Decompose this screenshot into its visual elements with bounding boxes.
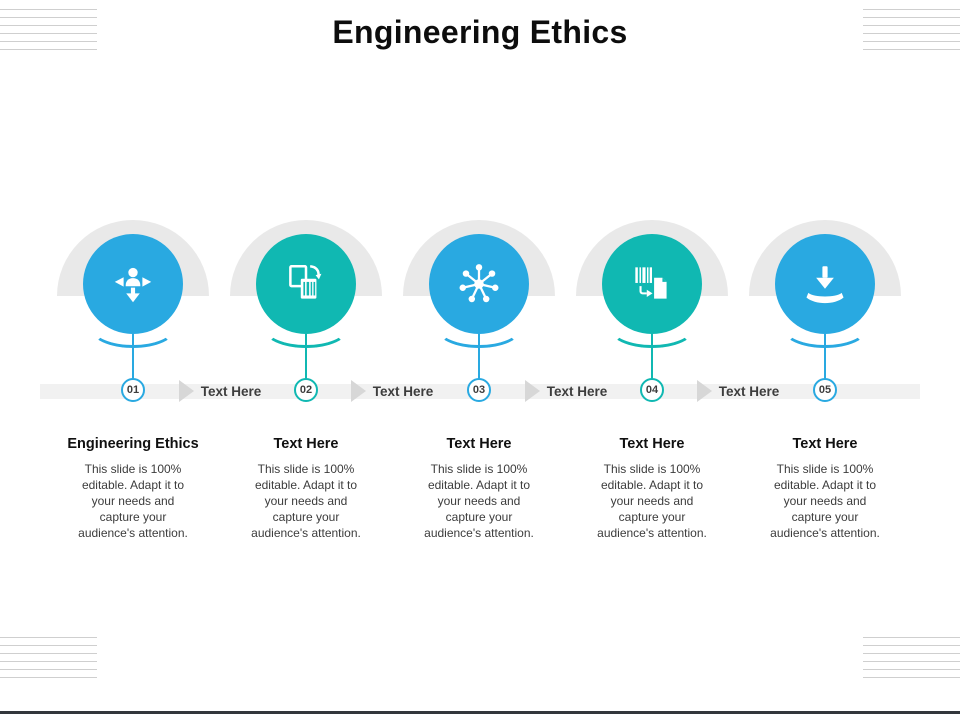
step-number-badge: 03: [467, 378, 491, 402]
connector-label-3: Text Here: [486, 378, 646, 404]
step-number-badge: 02: [294, 378, 318, 402]
step-4: 04: [572, 220, 732, 410]
step-text-5: Text Here This slide is 100% editable. A…: [740, 436, 910, 541]
connector-label-text: Text Here: [546, 383, 608, 399]
connector-label-1: Text Here: [140, 378, 300, 404]
step-number-badge: 04: [640, 378, 664, 402]
step-text-2: Text Here This slide is 100% editable. A…: [221, 436, 391, 541]
step-body: This slide is 100% editable. Adapt it to…: [78, 462, 188, 540]
step-body: This slide is 100% editable. Adapt it to…: [770, 462, 880, 540]
slide-title: Engineering Ethics: [332, 14, 628, 50]
right-arrow-icon: [524, 380, 540, 402]
step-connector-line: [651, 334, 653, 380]
step-heading: Text Here: [619, 436, 685, 452]
step-5: 05: [745, 220, 905, 410]
step-number-badge: 01: [121, 378, 145, 402]
hand-download-icon: [806, 266, 844, 304]
person-directions-icon: [114, 267, 152, 303]
step-text-1: Engineering Ethics This slide is 100% ed…: [48, 436, 218, 541]
step-2: 02: [226, 220, 386, 410]
step-connector-line: [478, 334, 480, 380]
step-1: 01: [53, 220, 213, 410]
step-body: This slide is 100% editable. Adapt it to…: [597, 462, 707, 540]
connector-label-text: Text Here: [372, 383, 434, 399]
step-heading: Text Here: [273, 436, 339, 452]
right-arrow-icon: [178, 380, 194, 402]
step-body: This slide is 100% editable. Adapt it to…: [424, 462, 534, 540]
step-connector-line: [132, 334, 134, 380]
step-number-badge: 05: [813, 378, 837, 402]
step-3: 03: [399, 220, 559, 410]
decorative-lines-bottom-left: [0, 637, 97, 679]
step-connector-line: [824, 334, 826, 380]
right-arrow-icon: [350, 380, 366, 402]
right-arrow-icon: [696, 380, 712, 402]
step-heading: Text Here: [446, 436, 512, 452]
step-heading: Text Here: [792, 436, 858, 452]
network-hub-icon: [459, 264, 499, 303]
document-scan-icon: [289, 265, 322, 299]
decorative-lines-top-left: [0, 9, 97, 51]
decorative-lines-top-right: [863, 9, 960, 51]
connector-label-4: Text Here: [658, 378, 818, 404]
bottom-rule: [0, 711, 960, 714]
step-connector-line: [305, 334, 307, 380]
step-text-4: Text Here This slide is 100% editable. A…: [567, 436, 737, 541]
connector-label-text: Text Here: [200, 383, 262, 399]
barcode-document-icon: [635, 267, 667, 299]
connector-label-2: Text Here: [312, 378, 472, 404]
step-heading: Engineering Ethics: [67, 436, 199, 452]
decorative-lines-bottom-right: [863, 637, 960, 679]
step-body: This slide is 100% editable. Adapt it to…: [251, 462, 361, 540]
step-text-3: Text Here This slide is 100% editable. A…: [394, 436, 564, 541]
connector-label-text: Text Here: [718, 383, 780, 399]
